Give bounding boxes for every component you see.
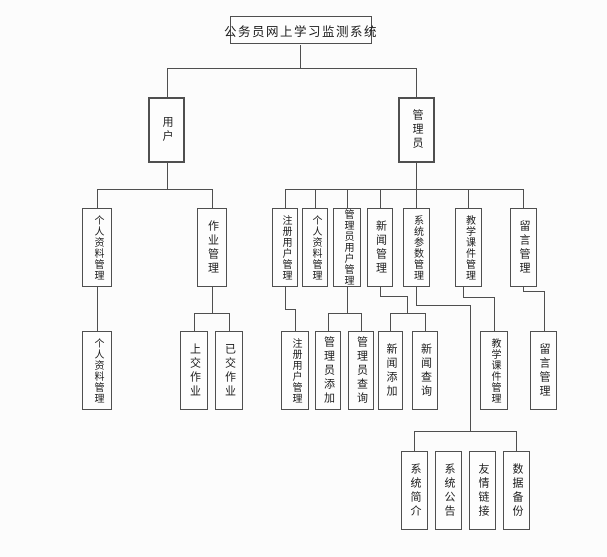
connector [416,163,417,189]
node-admin-user-management: 管理员用户管理 [333,208,361,287]
connector [463,287,464,297]
connector [380,287,381,296]
connector [229,313,230,331]
connector [167,163,168,189]
node-news-add: 新闻添加 [378,331,403,410]
node-user: 用户 [148,97,185,163]
connector [416,68,417,97]
connector [194,313,229,314]
connector [494,297,495,331]
node-personal-profile-management-sub: 个人资料管理 [82,331,112,410]
node-admin-add: 管理员添加 [315,331,341,410]
connector [380,296,407,297]
node-courseware-management-sub: 教学课件管理 [480,331,508,410]
node-news-management: 新闻管理 [367,208,393,287]
connector [414,431,517,432]
connector [470,305,471,431]
connector [523,189,524,208]
connector [523,291,544,292]
connector [380,189,381,208]
connector [97,287,98,331]
node-submit-homework: 上交作业 [180,331,208,410]
node-personal-profile-management-admin: 个人资料管理 [302,208,328,287]
connector [212,287,213,313]
node-data-backup: 数据备份 [503,451,530,530]
connector [328,313,329,331]
connector [416,287,417,305]
connector [300,45,301,68]
connector [414,431,415,451]
connector [416,189,417,208]
node-news-query: 新闻查询 [412,331,438,410]
node-system-intro: 系统简介 [401,451,428,530]
connector [407,296,408,313]
connector [347,189,348,208]
node-courseware-management: 教学课件管理 [455,208,482,287]
node-registered-user-management-sub: 注册用户管理 [281,331,309,410]
connector [212,189,213,208]
connector [468,189,469,208]
connector [194,313,195,331]
connector [425,313,426,331]
connector [361,313,362,331]
node-system-parameter-management: 系统参数管理 [403,208,430,287]
connector [97,189,212,190]
connector [390,313,425,314]
node-homework-management: 作业管理 [197,208,227,287]
connector [416,305,470,306]
connector [167,68,168,97]
node-message-management-sub: 留言管理 [530,331,557,410]
connector [97,189,98,208]
node-submitted-homework: 已交作业 [215,331,243,410]
connector [463,297,494,298]
connector [167,68,417,69]
connector [544,291,545,331]
connector [295,309,296,331]
connector [328,313,361,314]
connector [347,287,348,313]
connector [285,287,286,309]
node-admin: 管理员 [398,97,435,163]
node-registered-user-management: 注册用户管理 [272,208,298,287]
node-message-management: 留言管理 [510,208,537,287]
connector [285,189,523,190]
node-root-system-title: 公务员网上学习监测系统 [224,16,377,44]
connector [285,309,295,310]
connector [285,189,286,208]
connector [516,431,517,451]
node-friendly-links: 友情链接 [469,451,496,530]
node-personal-profile-management: 个人资料管理 [82,208,112,287]
connector [390,313,391,331]
node-system-notice: 系统公告 [435,451,462,530]
connector [315,189,316,208]
connector [523,287,524,291]
node-admin-query: 管理员查询 [348,331,374,410]
